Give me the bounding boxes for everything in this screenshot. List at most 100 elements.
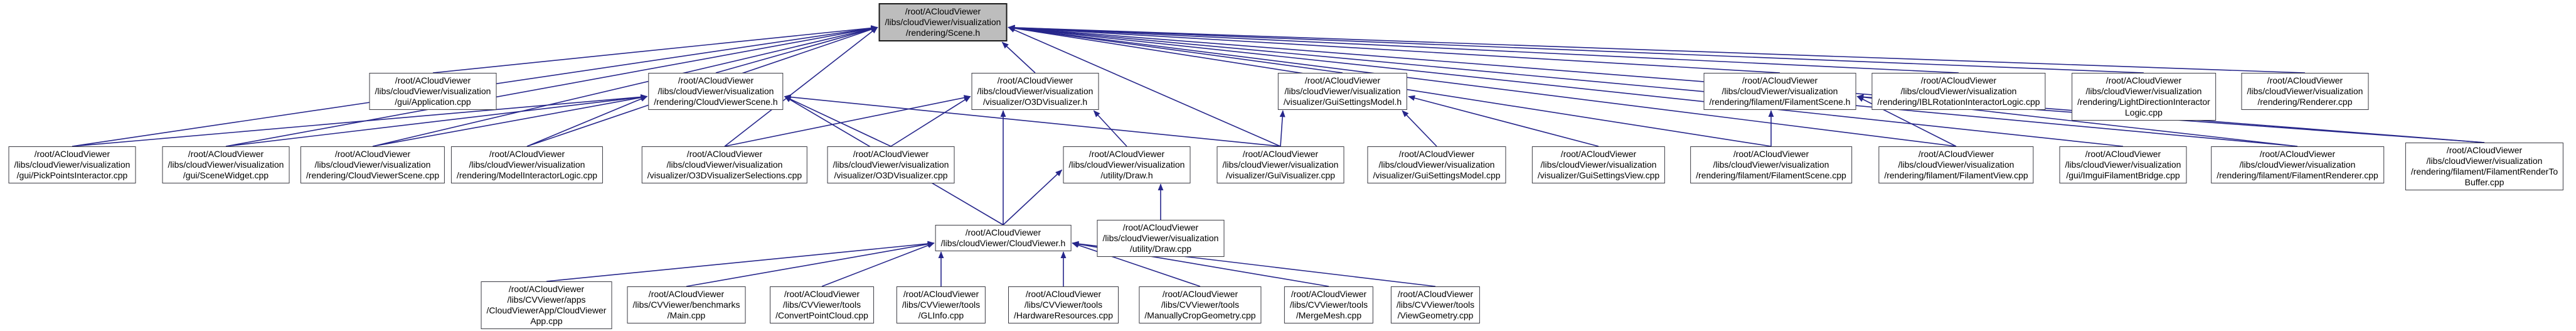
node-label-line: /root/ACloudViewer [1398,149,1475,159]
node-label-line: /root/ACloudViewer [188,149,264,159]
node-label-line: /libs/CVViewer/apps [507,295,586,305]
graph-node[interactable]: /root/ACloudViewer/libs/cloudViewer/visu… [1878,146,2034,184]
node-label-line: /root/ACloudViewer [334,149,411,159]
graph-node[interactable]: /root/ACloudViewer/libs/cloudViewer/visu… [1367,146,1506,184]
node-label-line: /rendering/Scene.h [905,28,981,38]
node-label-line: /root/ACloudViewer [1162,289,1238,299]
include-edge [1003,169,1063,225]
node-label-line: /libs/CVViewer/tools [1289,300,1368,310]
graph-node[interactable]: /root/ACloudViewer/libs/cloudViewer/visu… [450,146,604,184]
graph-node[interactable]: /root/ACloudViewer/libs/cloudViewer/visu… [1216,146,1344,184]
node-label-line: /root/ACloudViewer [34,149,110,159]
graph-node-root[interactable]: /root/ACloudViewer/libs/cloudViewer/visu… [878,3,1008,42]
node-label-line: /rendering/filament/FilamentScene.cpp [1696,170,1846,181]
graph-node[interactable]: /root/ACloudViewer/libs/cloudViewer/visu… [1531,146,1666,184]
include-edge [72,94,648,147]
node-label-line: /root/ACloudViewer [997,75,1073,85]
node-label-line: /root/ACloudViewer [1733,149,1809,159]
node-label-line: /libs/cloudViewer/visualization [666,160,783,170]
node-label-line: /visualizer/O3DVisualizer.cpp [834,170,948,181]
graph-node[interactable]: /root/ACloudViewer/libs/cloudViewer/visu… [300,146,445,184]
node-label-line: /libs/CVViewer/tools [1161,300,1240,310]
node-label-line: /root/ACloudViewer [905,6,981,16]
graph-node[interactable]: /root/ACloudViewer/libs/cloudViewer/visu… [369,73,497,111]
include-edge [1279,110,1285,147]
node-label-line: /root/ACloudViewer [1122,222,1199,232]
include-edge [546,241,935,282]
node-label-line: /libs/cloudViewer/visualization [1284,86,1401,97]
graph-node[interactable]: /root/ACloudViewer/libs/CVViewer/tools/M… [1139,286,1262,324]
graph-node[interactable]: /root/ACloudViewer/libs/cloudViewer/visu… [8,146,136,184]
node-label-line: /libs/cloudViewer/visualization [657,86,774,97]
include-edge [1008,24,1780,73]
graph-node[interactable]: /root/ACloudViewer/libs/cloudViewer/visu… [1063,146,1191,184]
node-label-line: /root/ACloudViewer [2267,75,2343,85]
graph-node[interactable]: /root/ACloudViewer/libs/CVViewer/apps/Cl… [481,281,612,330]
node-label-line: /libs/cloudViewer/visualization [2426,156,2543,166]
node-label-line: /libs/cloudViewer/visualization [1378,160,1495,170]
include-edge [432,25,878,73]
graph-node[interactable]: /root/ACloudViewer/libs/cloudViewer/visu… [2059,146,2187,184]
include-edge [821,242,935,287]
node-label-line: /visualizer/O3DVisualizerSelections.cpp [647,170,802,181]
graph-node[interactable]: /root/ACloudViewer/libs/cloudViewer/visu… [648,73,784,111]
node-label-line: /root/ACloudViewer [508,284,585,294]
graph-node[interactable]: /root/ACloudViewer/libs/cloudViewer/visu… [641,146,808,184]
graph-node[interactable]: /root/ACloudViewer/libs/CVViewer/tools/H… [1008,286,1119,324]
graph-node[interactable]: /root/ACloudViewer/libs/CVViewer/tools/M… [1284,286,1374,324]
graph-node[interactable]: /root/ACloudViewer/libs/cloudViewer/visu… [1871,73,2046,111]
graph-node[interactable]: /root/ACloudViewer/libs/cloudViewer/visu… [162,146,290,184]
include-edge [1008,24,2306,73]
graph-node[interactable]: /root/ACloudViewer/libs/cloudViewer/visu… [1690,146,1852,184]
include-edge [1402,110,1437,147]
node-label-line: Logic.cpp [2125,107,2163,118]
node-label-line: /rendering/filament/FilamentRenderer.cpp [2217,170,2378,181]
graph-node[interactable]: /root/ACloudViewer/libs/cloudViewer/visu… [971,73,1099,111]
graph-node[interactable]: /root/ACloudViewer/libs/CVViewer/tools/V… [1390,286,1481,324]
node-label-line: /ViewGeometry.cpp [1397,310,1474,321]
node-label-line: /rendering/CloudViewerScene.h [654,97,778,107]
include-edge [526,95,648,147]
node-label-line: /root/ACloudViewer [2259,149,2336,159]
node-label-line: /rendering/filament/FilamentScene.h [1709,97,1851,107]
node-label-line: /visualizer/GuiVisualizer.cpp [1225,170,1336,181]
node-label-line: App.cpp [530,316,563,327]
graph-node[interactable]: /root/ACloudViewer/libs/cloudViewer/visu… [1097,220,1225,258]
include-edge [890,95,971,147]
node-label-line: /root/ACloudViewer [648,289,725,299]
node-label-line: /libs/cloudViewer/visualization [1102,233,1219,244]
graph-node[interactable]: /root/ACloudViewer/libs/CVViewer/benchma… [627,286,746,324]
node-label-line: /ConvertPointCloud.cpp [775,310,868,321]
node-label-line: /libs/cloudViewer/visualization [1222,160,1339,170]
node-label-line: /root/ACloudViewer [853,149,929,159]
node-label-line: /root/ACloudViewer [1920,75,1997,85]
node-label-line: /root/ACloudViewer [2085,149,2161,159]
node-label-line: /libs/cloudViewer/visualization [1713,160,1829,170]
graph-node[interactable]: /root/ACloudViewer/libs/cloudViewer/visu… [2072,73,2216,121]
graph-node[interactable]: /root/ACloudViewer/libs/cloudViewer/visu… [1703,73,1856,111]
node-label-line: /gui/SceneWidget.cpp [183,170,269,181]
node-label-line: /visualizer/GuiSettingsModel.h [1283,97,1402,107]
node-label-line: /utility/Draw.h [1100,170,1153,181]
graph-node[interactable]: /root/ACloudViewer/libs/CVViewer/tools/G… [896,286,986,324]
graph-node[interactable]: /root/ACloudViewer/libs/cloudViewer/visu… [1277,73,1408,111]
graph-node[interactable]: /root/ACloudViewer/libs/cloudViewer/visu… [2405,143,2564,191]
node-label-line: /root/ACloudViewer [784,289,860,299]
node-label-line: /visualizer/GuiSettingsModel.cpp [1373,170,1501,181]
graph-node[interactable]: /root/ACloudViewer/libs/CVViewer/tools/C… [770,286,874,324]
node-label-line: /rendering/ModelInteractorLogic.cpp [456,170,598,181]
node-label-line: /rendering/filament/FilamentRenderTo [2410,166,2558,177]
graph-node[interactable]: /root/ACloudViewer/libs/cloudViewer/Clou… [935,225,1072,252]
graph-node[interactable]: /root/ACloudViewer/libs/cloudViewer/visu… [2241,73,2369,111]
node-label-line: Buffer.cpp [2464,177,2504,188]
graph-node[interactable]: /root/ACloudViewer/libs/cloudViewer/visu… [827,146,955,184]
node-label-line: /gui/ImguiFilamentBridge.cpp [2066,170,2180,181]
node-label-line: /rendering/CloudViewerScene.cpp [306,170,440,181]
graph-node[interactable]: /root/ACloudViewer/libs/cloudViewer/visu… [2211,146,2384,184]
node-label-line: /gui/PickPointsInteractor.cpp [16,170,128,181]
node-label-line: /root/ACloudViewer [678,75,754,85]
node-label-line: /libs/cloudViewer/visualization [2239,160,2356,170]
include-edge [715,26,878,73]
node-label-line: /libs/cloudViewer/visualization [469,160,585,170]
